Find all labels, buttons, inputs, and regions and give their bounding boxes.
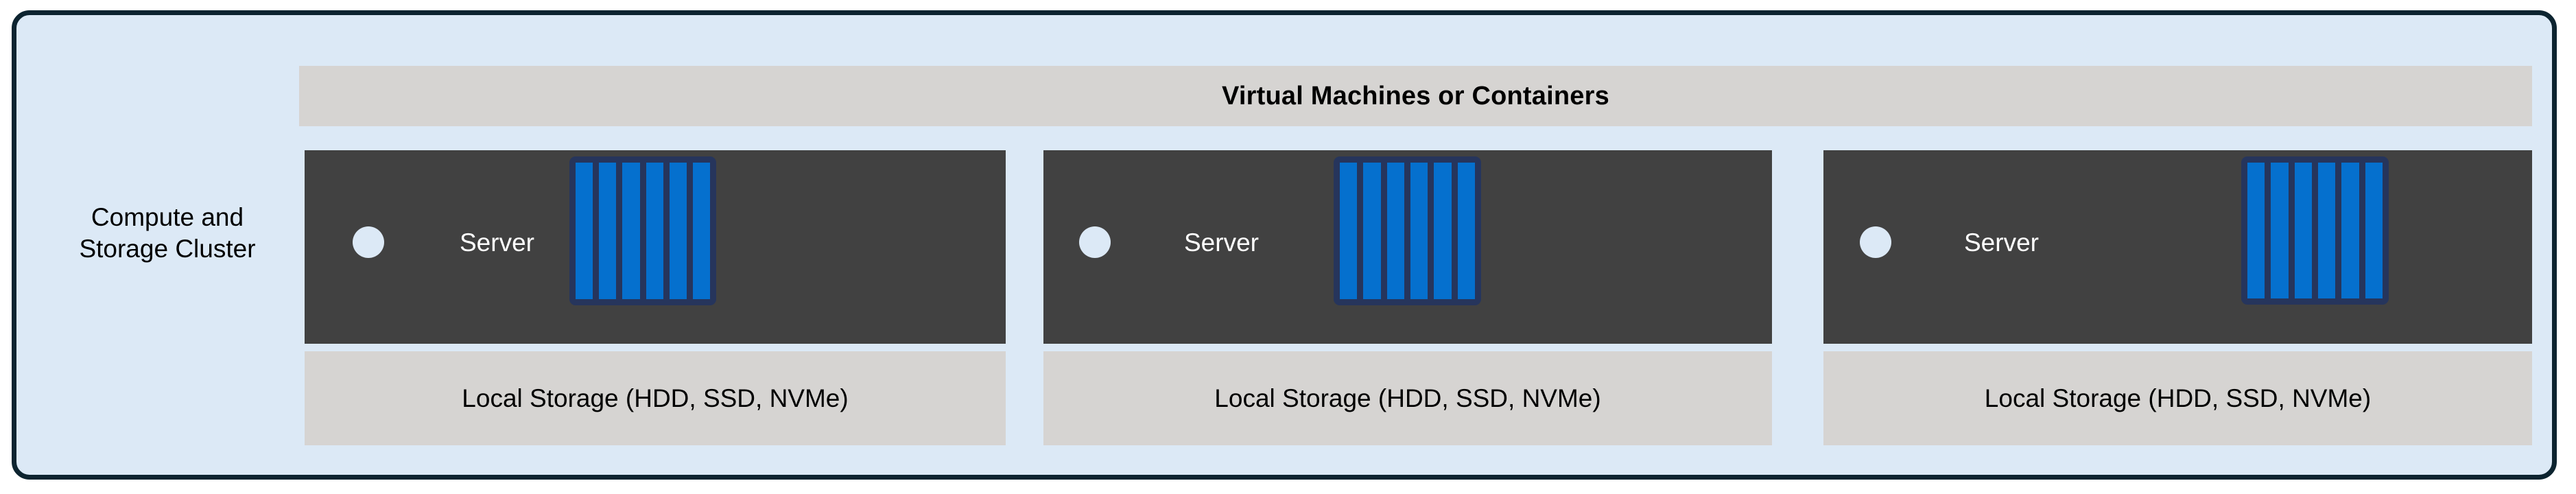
disk-bay (2341, 163, 2359, 298)
local-storage-label: Local Storage (HDD, SSD, NVMe) (1984, 384, 2372, 412)
disk-bay (669, 163, 687, 299)
server-label: Server (1964, 228, 2039, 257)
disk-array (1334, 156, 1481, 305)
server-label: Server (460, 228, 534, 257)
virtual-machines-banner-label: Virtual Machines or Containers (1222, 81, 1609, 110)
local-storage-bar: Local Storage (HDD, SSD, NVMe) (1043, 351, 1772, 445)
disk-bay (1434, 163, 1452, 299)
status-led-icon (1079, 226, 1111, 258)
server-label: Server (1184, 228, 1259, 257)
disk-bay (576, 163, 593, 299)
disk-bay (1386, 163, 1404, 299)
status-led-icon (1860, 226, 1891, 258)
local-storage-bar: Local Storage (HDD, SSD, NVMe) (305, 351, 1006, 445)
cluster-label: Compute and Storage Cluster (79, 203, 256, 263)
cluster-node: Server Local Storage (HDD, SSD, NVMe) (1043, 150, 1772, 445)
disk-bay (2365, 163, 2383, 298)
disk-bay (2247, 163, 2265, 298)
local-storage-label: Local Storage (HDD, SSD, NVMe) (1214, 384, 1601, 412)
compute-storage-cluster-container: Compute and Storage Cluster Virtual Mach… (12, 10, 2557, 480)
disk-bay (692, 163, 711, 299)
disk-bay (2317, 163, 2336, 298)
disk-bay (2294, 163, 2312, 298)
disk-bay (1457, 163, 1475, 299)
server-box: Server (305, 150, 1006, 344)
disk-bay (1363, 163, 1381, 299)
disk-bay (1410, 163, 1428, 299)
disk-bay (646, 163, 663, 299)
local-storage-label: Local Storage (HDD, SSD, NVMe) (462, 384, 849, 412)
virtual-machines-banner: Virtual Machines or Containers (299, 66, 2532, 126)
cluster-node: Server Local Storage (HDD, SSD, NVMe) (305, 150, 1006, 445)
disk-array (2241, 156, 2389, 305)
cluster-node: Server Local Storage (HDD, SSD, NVMe) (1823, 150, 2532, 445)
disk-bay (622, 163, 640, 299)
local-storage-bar: Local Storage (HDD, SSD, NVMe) (1823, 351, 2532, 445)
server-box: Server (1043, 150, 1772, 344)
disk-array (569, 156, 716, 305)
disk-bay (599, 163, 617, 299)
disk-bay (1340, 163, 1358, 299)
status-led-icon (353, 226, 384, 258)
server-box: Server (1823, 150, 2532, 344)
disk-bay (2271, 163, 2289, 298)
